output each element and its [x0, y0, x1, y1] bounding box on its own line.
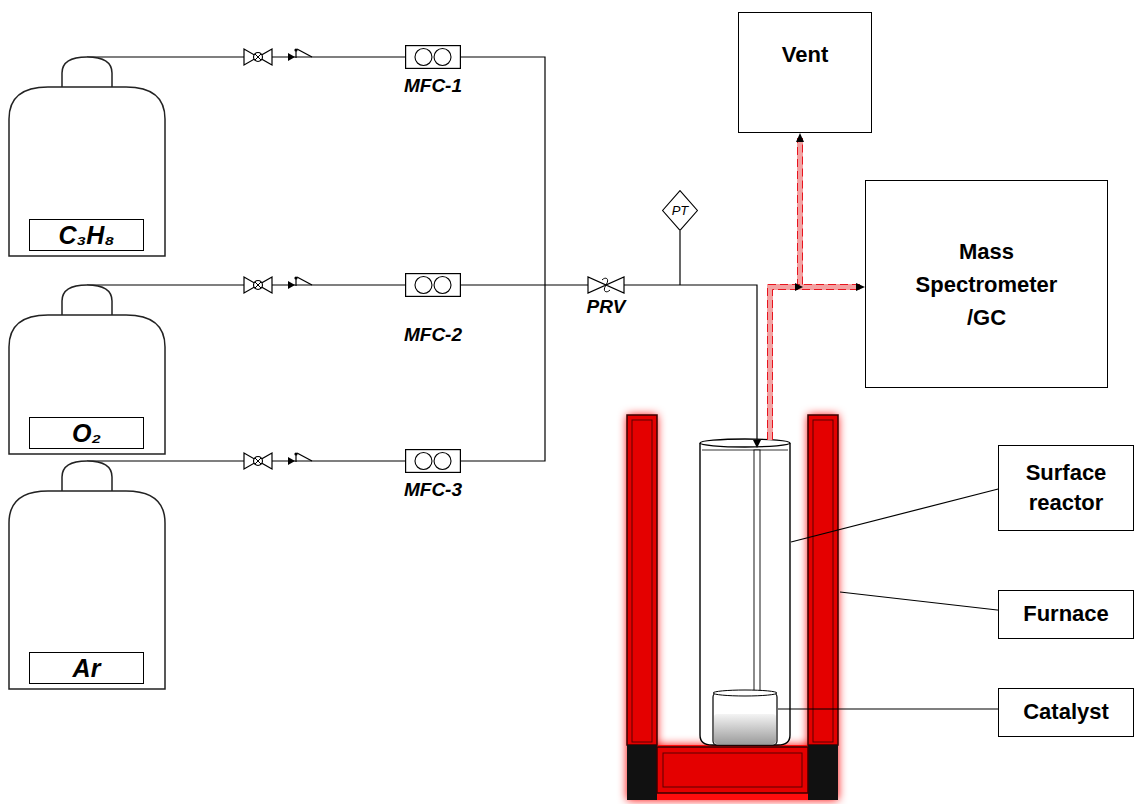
- flow-arrow: [753, 440, 761, 448]
- label-holder: MFC-2: [404, 324, 462, 346]
- mass-flow-controller: MFC-3: [405, 449, 461, 473]
- reactor-lid: [700, 439, 790, 447]
- node-text: C₃H₈: [29, 219, 144, 251]
- cylinder-valve-cap: [62, 461, 112, 495]
- label-holder: MFC-1: [404, 75, 462, 97]
- label-holder: Ar: [29, 652, 144, 684]
- furnace-glow: [627, 415, 838, 800]
- furnace-foot: [808, 745, 838, 800]
- cylinder-body: [9, 491, 165, 689]
- gas-cylinder: Ar: [8, 461, 166, 690]
- furnace-wall: [813, 420, 833, 742]
- furnace-wall: [627, 415, 657, 745]
- leader-line: [778, 487, 1006, 709]
- node-text: O₂: [29, 417, 144, 449]
- analyzer-box: Mass Spectrometer /GC: [865, 180, 1108, 388]
- node-text: Catalyst: [1010, 698, 1122, 727]
- cylinder-valve-cap: [62, 57, 112, 91]
- mfc-body: [406, 274, 461, 297]
- node-text: MFC-1: [404, 75, 462, 97]
- mfc-body: [406, 46, 461, 69]
- check-valve: [288, 276, 312, 289]
- reactor-vessel: [700, 443, 790, 745]
- label-holder: PRV: [586, 296, 625, 318]
- leader-line: [778, 708, 1006, 709]
- catalyst-holder: [713, 690, 777, 696]
- part-label: PRV: [586, 296, 625, 318]
- node-text: PT: [672, 204, 689, 217]
- node-text: Mass Spectrometer /GC: [907, 235, 1067, 334]
- flow-arrow: [856, 283, 865, 291]
- mass-flow-controller: MFC-1: [405, 45, 461, 69]
- mfc-symbol: [405, 273, 461, 297]
- mfc-rotor: [415, 49, 432, 66]
- inlet-tube: [754, 450, 760, 693]
- flow-arrow: [796, 133, 804, 142]
- node-text: MFC-3: [404, 479, 462, 501]
- furnace-wall: [808, 415, 838, 745]
- mfc-rotor: [415, 277, 432, 294]
- manifold-line: [461, 57, 545, 461]
- node-text: Ar: [29, 652, 144, 684]
- furnace-wall: [808, 415, 838, 745]
- gas-cylinder: C₃H₈: [8, 57, 166, 257]
- catalyst-holder: [713, 693, 777, 745]
- label-holder: O₂: [29, 417, 144, 449]
- check-valve: [288, 452, 312, 465]
- check-valve: [288, 48, 312, 61]
- furnace-base: [657, 747, 808, 793]
- furnace-wall: [632, 420, 652, 742]
- furnace-drawing: [627, 415, 838, 800]
- furnace-wall: [627, 415, 657, 745]
- node-text: Vent: [750, 41, 860, 70]
- pressure-transmitter: PT: [662, 190, 698, 231]
- callout-box: Catalyst: [998, 688, 1134, 737]
- node-text: Furnace: [1010, 600, 1122, 629]
- flow-arrow: [795, 283, 803, 291]
- vent-box: Vent: [738, 12, 872, 133]
- label-holder: C₃H₈: [29, 219, 144, 251]
- outlet-line: [768, 138, 861, 440]
- regulator-spring: [602, 278, 610, 292]
- reactor-drawing: [700, 439, 790, 745]
- outlet-line: [768, 133, 866, 440]
- label-holder: MFC-3: [404, 479, 462, 501]
- gas-line: [461, 284, 588, 285]
- cylinder-body: [9, 87, 165, 256]
- mfc-rotor: [434, 453, 451, 470]
- regulating-valve: [588, 277, 624, 293]
- mfc-body: [406, 450, 461, 473]
- mfc-symbol: [405, 45, 461, 69]
- gas-cylinder: O₂: [8, 285, 166, 455]
- node-text: MFC-2: [404, 324, 462, 346]
- catalyst-bed: [714, 714, 776, 744]
- leader-line: [840, 592, 1006, 611]
- callout-box: Surface reactor: [998, 445, 1134, 531]
- gas-line: [461, 57, 757, 461]
- reactor-lid: [702, 450, 788, 451]
- mfc-rotor: [434, 277, 451, 294]
- cylinder-body: [9, 315, 165, 454]
- furnace-foot: [627, 745, 657, 800]
- callout-box: Furnace: [998, 590, 1134, 639]
- shutoff-valve: [244, 49, 272, 65]
- mfc-symbol: [405, 449, 461, 473]
- diamond-outline: [663, 191, 698, 231]
- node-text: Surface reactor: [1010, 458, 1122, 517]
- mfc-rotor: [415, 453, 432, 470]
- shutoff-valve: [244, 277, 272, 293]
- regulating-valve: [588, 277, 624, 293]
- mfc-rotor: [434, 49, 451, 66]
- mass-flow-controller: MFC-2: [405, 273, 461, 297]
- leader-line: [791, 487, 1006, 542]
- furnace-base: [627, 745, 838, 800]
- shutoff-valve: [244, 453, 272, 469]
- sensor-line: [679, 231, 680, 285]
- furnace-base: [663, 753, 802, 787]
- cylinder-valve-cap: [62, 285, 112, 319]
